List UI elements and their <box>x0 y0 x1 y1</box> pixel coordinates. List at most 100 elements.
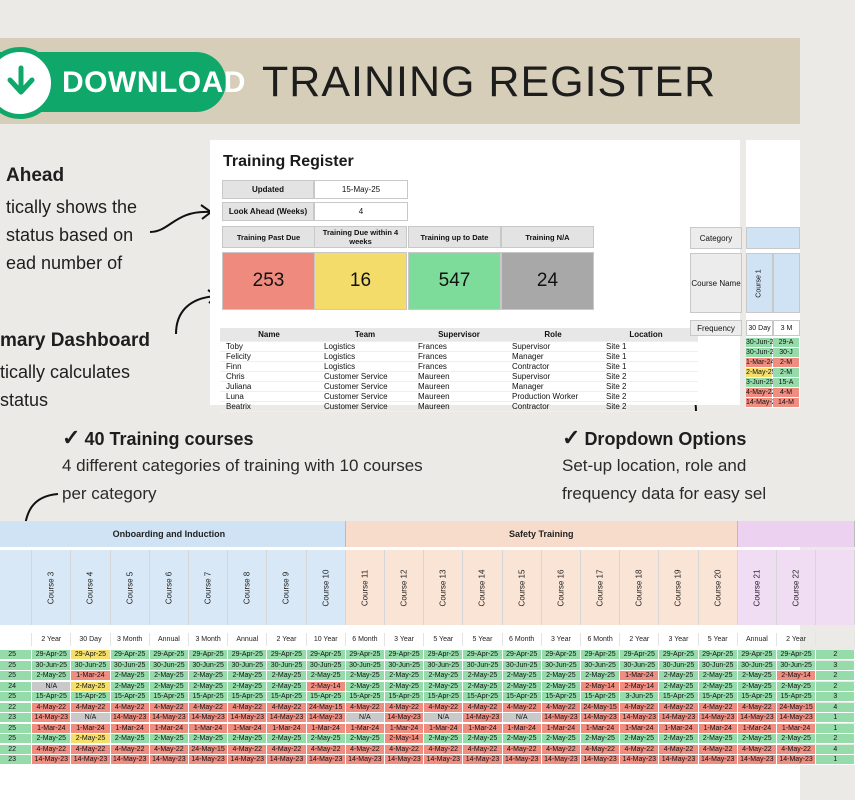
date-cell[interactable]: 14-May-23 <box>267 713 307 723</box>
date-cell[interactable]: 4-May-22 <box>306 744 346 755</box>
date-cell[interactable]: 1-Mar-24 <box>777 723 817 734</box>
date-cell[interactable]: 30-Jun-25 <box>110 660 150 671</box>
date-cell[interactable]: 30-Jun-25 <box>267 660 307 671</box>
date-cell[interactable]: 4-May-22 <box>463 744 503 755</box>
frequency-cell[interactable]: Annual <box>738 633 777 646</box>
date-cell[interactable]: 1 <box>816 723 855 734</box>
date-cell[interactable]: 29-Apr-25 <box>306 650 346 660</box>
date-cell[interactable]: 14-May-23 <box>32 713 72 723</box>
column-header[interactable]: Name <box>258 330 280 339</box>
frequency-1[interactable]: 30 Day <box>746 320 773 336</box>
date-cell[interactable]: 30-Jun-25 <box>306 660 346 671</box>
date-cell[interactable]: 30-J <box>773 348 800 358</box>
date-cell[interactable]: 2-May-25 <box>228 681 268 692</box>
date-cell[interactable]: 14-May-23 <box>620 755 660 765</box>
date-cell[interactable]: 14-May-23 <box>149 713 189 723</box>
date-cell[interactable]: 14-May-23 <box>345 755 385 765</box>
date-cell[interactable]: N/A <box>424 713 464 723</box>
date-cell[interactable]: 24-May-15 <box>306 702 346 713</box>
date-cell[interactable]: 1-Mar-24 <box>746 358 775 368</box>
date-cell[interactable]: 2-May-14 <box>620 681 660 692</box>
date-cell[interactable]: 2-May-25 <box>541 671 581 681</box>
date-cell[interactable]: 23 <box>0 755 33 765</box>
date-cell[interactable]: 2-May-25 <box>149 734 189 744</box>
date-cell[interactable]: 29-Apr-25 <box>71 650 111 660</box>
date-cell[interactable]: 1-Mar-24 <box>228 723 268 734</box>
date-cell[interactable]: 4-May-22 <box>32 702 72 713</box>
date-cell[interactable]: 30-Jun-25 <box>541 660 581 671</box>
date-cell[interactable]: 2-May-25 <box>385 681 425 692</box>
date-cell[interactable]: 4 <box>816 744 855 755</box>
column-header[interactable]: Team <box>354 330 376 339</box>
date-cell[interactable]: 22 <box>0 744 33 755</box>
date-cell[interactable]: 15-A <box>773 378 800 388</box>
date-cell[interactable]: 29-Apr-25 <box>581 650 621 660</box>
date-cell[interactable]: 1-Mar-24 <box>659 723 699 734</box>
date-cell[interactable]: 1-Mar-24 <box>463 723 503 734</box>
date-cell[interactable]: 14-May-23 <box>777 755 817 765</box>
date-cell[interactable]: 14-May-23 <box>32 755 72 765</box>
frequency-cell[interactable]: Annual <box>228 633 268 646</box>
date-cell[interactable]: 2-M <box>773 358 800 368</box>
date-cell[interactable]: 4-May-22 <box>110 702 150 713</box>
date-cell[interactable]: 30-Jun-25 <box>385 660 425 671</box>
frequency-cell[interactable]: 3 Year <box>385 633 425 646</box>
date-cell[interactable]: 14-M <box>773 398 800 408</box>
date-cell[interactable]: 14-May-23 <box>110 713 150 723</box>
date-cell[interactable]: 15-Apr-25 <box>541 692 581 702</box>
date-cell[interactable]: 4-May-22 <box>345 744 385 755</box>
date-cell[interactable]: 2-May-25 <box>581 671 621 681</box>
column-header[interactable]: Location <box>629 330 663 339</box>
date-cell[interactable]: 15-Apr-25 <box>777 692 817 702</box>
date-cell[interactable]: 14-May-23 <box>228 713 268 723</box>
date-cell[interactable]: 2-May-25 <box>306 734 346 744</box>
date-cell[interactable]: 3 <box>816 692 855 702</box>
frequency-cell[interactable]: 3 Year <box>659 633 699 646</box>
date-cell[interactable]: 25 <box>0 723 33 734</box>
date-cell[interactable]: 4-May-22 <box>345 702 385 713</box>
date-cell[interactable]: 25 <box>0 734 33 744</box>
date-cell[interactable]: 30-Jun-25 <box>581 660 621 671</box>
date-cell[interactable]: 4-May-22 <box>228 744 268 755</box>
date-cell[interactable]: 2-May-25 <box>737 671 777 681</box>
date-cell[interactable]: 15-Apr-25 <box>424 692 464 702</box>
date-cell[interactable]: 2-May-25 <box>424 671 464 681</box>
date-cell[interactable]: 4-May-22 <box>698 702 738 713</box>
date-cell[interactable]: 14-May-23 <box>110 755 150 765</box>
date-cell[interactable]: 1 <box>816 755 855 765</box>
frequency-cell[interactable]: 6 Month <box>503 633 542 646</box>
date-cell[interactable]: 1-Mar-24 <box>502 723 542 734</box>
date-cell[interactable]: 29-Apr-25 <box>228 650 268 660</box>
date-cell[interactable]: 1-Mar-24 <box>424 723 464 734</box>
date-cell[interactable]: 2-May-25 <box>737 681 777 692</box>
date-cell[interactable]: 1-Mar-24 <box>267 723 307 734</box>
date-cell[interactable]: N/A <box>71 713 111 723</box>
date-cell[interactable]: 14-May-23 <box>541 713 581 723</box>
date-cell[interactable]: 15-Apr-25 <box>110 692 150 702</box>
date-cell[interactable]: 4-May-22 <box>737 744 777 755</box>
date-cell[interactable]: 14-May-23 <box>777 713 817 723</box>
column-header[interactable]: Supervisor <box>438 330 480 339</box>
date-cell[interactable]: 22 <box>0 702 33 713</box>
date-cell[interactable]: 29-Apr-25 <box>110 650 150 660</box>
date-cell[interactable]: 30-Jun-25 <box>149 660 189 671</box>
date-cell[interactable]: 14-May-23 <box>306 713 346 723</box>
date-cell[interactable]: 2 <box>816 650 855 660</box>
date-cell[interactable]: 1-Mar-24 <box>620 671 660 681</box>
date-cell[interactable]: 30-Jun-25 <box>463 660 503 671</box>
date-cell[interactable]: 25 <box>0 650 33 660</box>
date-cell[interactable]: 14-May-23 <box>306 755 346 765</box>
date-cell[interactable]: 15-Apr-25 <box>737 692 777 702</box>
date-cell[interactable]: 4-M <box>773 388 800 398</box>
date-cell[interactable]: 29-Apr-25 <box>149 650 189 660</box>
date-cell[interactable]: 29-Apr-25 <box>659 650 699 660</box>
date-cell[interactable]: 24 <box>0 681 33 692</box>
date-cell[interactable]: 1-Mar-24 <box>71 671 111 681</box>
date-cell[interactable]: 1-Mar-24 <box>71 723 111 734</box>
date-cell[interactable]: 29-Apr-25 <box>502 650 542 660</box>
date-cell[interactable]: 2-May-25 <box>746 368 776 378</box>
date-cell[interactable]: 4-May-22 <box>149 744 189 755</box>
date-cell[interactable]: 4-May-22 <box>777 744 817 755</box>
date-cell[interactable]: 15-Apr-25 <box>32 692 72 702</box>
